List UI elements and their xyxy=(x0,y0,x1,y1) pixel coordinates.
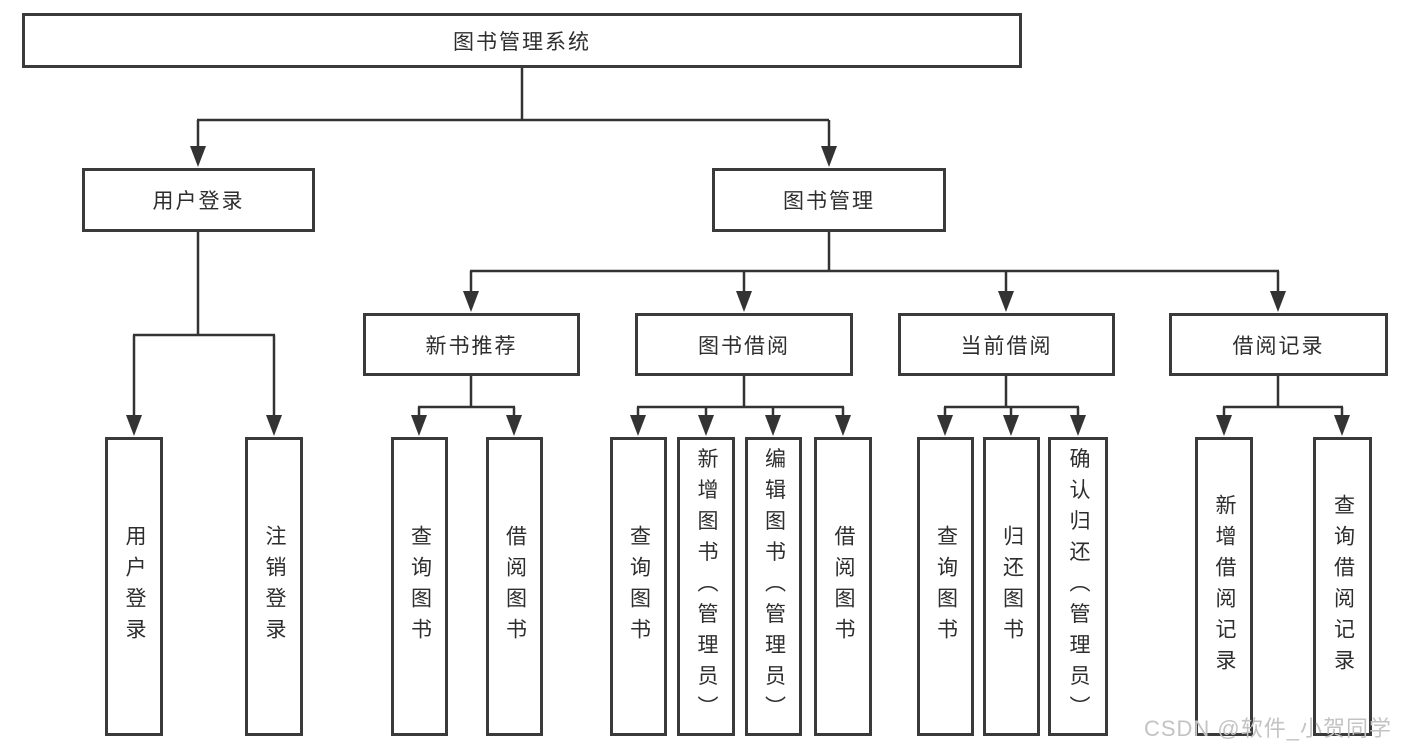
node-leaf-confirm-return-admin: 确认归还（管理员） xyxy=(1048,437,1108,736)
arrowhead xyxy=(411,415,427,436)
node-label: 新增借阅记录 xyxy=(1213,493,1236,680)
node-label: 注销登录 xyxy=(263,524,286,649)
arrowhead xyxy=(506,415,522,436)
node-label: 查询图书 xyxy=(408,524,432,649)
node-label: 用户登录 xyxy=(152,190,245,213)
arrowhead xyxy=(998,291,1014,312)
node-label: 图书管理 xyxy=(783,190,875,213)
node-label: 借阅图书 xyxy=(832,524,855,649)
node-label: 查询图书 xyxy=(934,524,958,649)
arrowhead xyxy=(190,146,206,167)
arrowhead xyxy=(835,415,851,436)
arrowhead xyxy=(1334,415,1350,436)
arrowhead xyxy=(736,291,752,312)
node-label: 新增图书（管理员） xyxy=(695,447,718,726)
node-leaf-borrow-books-1: 借阅图书 xyxy=(486,437,543,736)
arrowhead xyxy=(630,415,646,436)
arrowhead xyxy=(1216,415,1232,436)
node-leaf-add-books-admin: 新增图书（管理员） xyxy=(677,437,735,736)
node-system-root: 图书管理系统 xyxy=(22,13,1022,68)
connector-borrow-to-children xyxy=(636,376,845,417)
connector-login-to-children xyxy=(132,232,276,417)
connector-new-to-children xyxy=(417,376,516,417)
node-leaf-logout: 注销登录 xyxy=(245,437,303,736)
connector-mgmt-to-level3 xyxy=(469,232,1280,293)
node-leaf-query-books-3: 查询图书 xyxy=(917,437,974,736)
node-book-management: 图书管理 xyxy=(712,168,946,232)
arrowheads xyxy=(126,146,1350,436)
arrowhead xyxy=(821,146,837,167)
arrowhead xyxy=(765,415,781,436)
arrowhead xyxy=(1003,415,1019,436)
node-leaf-add-borrow-record: 新增借阅记录 xyxy=(1195,437,1253,736)
arrowhead xyxy=(698,415,714,436)
node-label: 当前借阅 xyxy=(960,334,1053,358)
arrowhead xyxy=(1070,415,1086,436)
node-book-borrowing: 图书借阅 xyxy=(635,313,853,376)
node-label: 查询图书 xyxy=(627,524,651,649)
node-label: 归还图书 xyxy=(1000,524,1024,649)
node-label: 借阅图书 xyxy=(503,524,527,649)
node-label: 借阅记录 xyxy=(1232,334,1325,358)
connector-record-to-children xyxy=(1222,376,1344,417)
node-leaf-query-books-2: 查询图书 xyxy=(610,437,667,736)
node-label: 图书管理系统 xyxy=(453,30,591,54)
node-label: 用户登录 xyxy=(123,524,146,649)
node-label: 查询借阅记录 xyxy=(1331,493,1355,680)
arrowhead xyxy=(1270,291,1286,312)
node-leaf-borrow-books-2: 借阅图书 xyxy=(814,437,872,736)
node-label: 编辑图书（管理员） xyxy=(762,447,786,726)
node-leaf-user-login: 用户登录 xyxy=(105,437,163,736)
node-label: 图书借阅 xyxy=(698,334,790,358)
node-user-login: 用户登录 xyxy=(82,168,315,232)
node-leaf-edit-books-admin: 编辑图书（管理员） xyxy=(745,437,802,736)
node-leaf-query-books-1: 查询图书 xyxy=(391,437,448,736)
node-label: 新书推荐 xyxy=(425,334,518,358)
connector-current-to-children xyxy=(943,376,1080,417)
arrowhead xyxy=(463,291,479,312)
node-new-book-recommend: 新书推荐 xyxy=(363,313,580,376)
node-label: 确认归还（管理员） xyxy=(1067,447,1090,726)
arrowhead xyxy=(126,415,142,436)
arrowhead xyxy=(266,415,282,436)
node-leaf-query-borrow-record: 查询借阅记录 xyxy=(1313,437,1372,736)
csdn-watermark: CSDN @软件_小贺同学 xyxy=(1143,716,1392,741)
connector-root-to-level2 xyxy=(196,68,831,147)
arrowhead xyxy=(937,415,953,436)
node-current-borrowing: 当前借阅 xyxy=(898,313,1115,376)
node-leaf-return-books: 归还图书 xyxy=(983,437,1040,736)
node-borrowing-records: 借阅记录 xyxy=(1169,313,1388,376)
